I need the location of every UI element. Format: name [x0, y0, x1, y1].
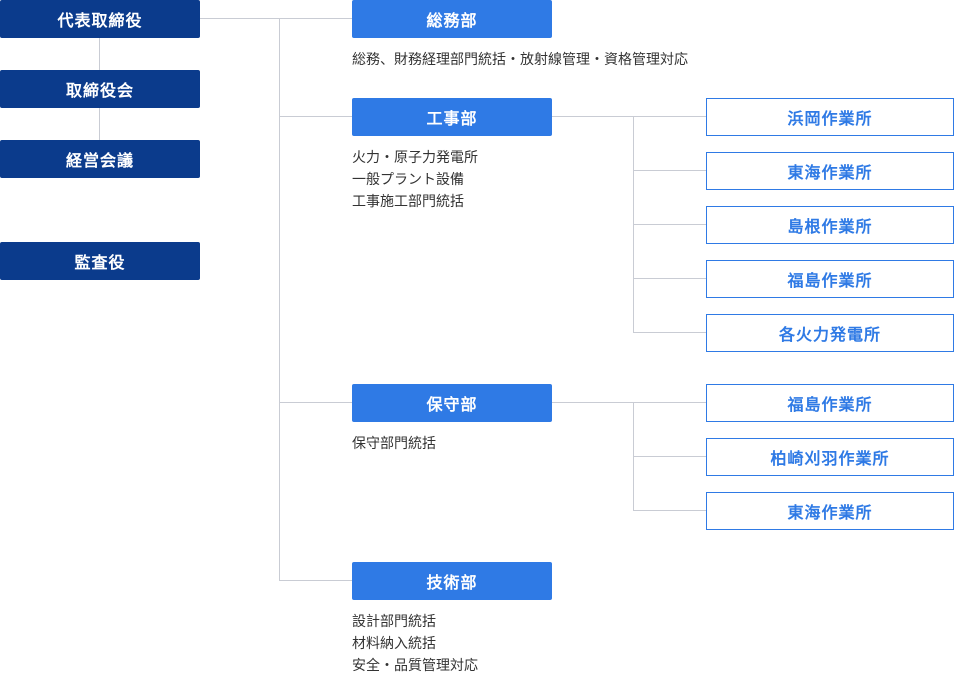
- office-tokai: 東海作業所: [706, 152, 954, 190]
- description-line: 工事施工部門統括: [352, 194, 464, 210]
- auditor-box: 監査役: [0, 242, 200, 280]
- general-affairs-description: 総務、財務経理部門統括・放射線管理・資格管理対応: [352, 49, 688, 71]
- connector-maintenance-offices: [552, 402, 706, 403]
- office-fukushima-maintenance: 福島作業所: [706, 384, 954, 422]
- description-line: 保守部門統括: [352, 436, 436, 452]
- connector-main-trunk: [279, 18, 280, 581]
- connector-ceo-board: [99, 38, 100, 70]
- connector-to-construction: [279, 116, 352, 117]
- office-fukushima: 福島作業所: [706, 260, 954, 298]
- connector-office-tokai-2: [633, 510, 706, 511]
- ceo-box: 代表取締役: [0, 0, 200, 38]
- connector-ceo-trunk: [200, 18, 352, 19]
- description-line: 一般プラント設備: [352, 172, 464, 188]
- connector-office-tokai: [633, 170, 706, 171]
- description-line: 総務、財務経理部門統括・放射線管理・資格管理対応: [352, 52, 688, 68]
- construction-dept-box: 工事部: [352, 98, 552, 136]
- connector-office-shimane: [633, 224, 706, 225]
- maintenance-description: 保守部門統括: [352, 433, 436, 455]
- connector-office-thermal: [633, 332, 706, 333]
- technical-description: 設計部門統括 材料納入統括 安全・品質管理対応: [352, 611, 478, 677]
- office-kashiwazaki-kariwa: 柏崎刈羽作業所: [706, 438, 954, 476]
- description-line: 安全・品質管理対応: [352, 658, 478, 674]
- technical-dept-box: 技術部: [352, 562, 552, 600]
- description-line: 設計部門統括: [352, 614, 436, 630]
- connector-office-fukushima: [633, 278, 706, 279]
- office-tokai-maintenance: 東海作業所: [706, 492, 954, 530]
- construction-description: 火力・原子力発電所 一般プラント設備 工事施工部門統括: [352, 147, 478, 213]
- office-hamaoka: 浜岡作業所: [706, 98, 954, 136]
- office-thermal-plants: 各火力発電所: [706, 314, 954, 352]
- office-shimane: 島根作業所: [706, 206, 954, 244]
- management-meeting-box: 経営会議: [0, 140, 200, 178]
- board-box: 取締役会: [0, 70, 200, 108]
- connector-board-management: [99, 108, 100, 140]
- connector-construction-offices: [552, 116, 706, 117]
- connector-to-technical: [279, 580, 352, 581]
- connector-office-kashiwazaki: [633, 456, 706, 457]
- description-line: 火力・原子力発電所: [352, 150, 478, 166]
- connector-to-maintenance: [279, 402, 352, 403]
- general-affairs-dept-box: 総務部: [352, 0, 552, 38]
- maintenance-dept-box: 保守部: [352, 384, 552, 422]
- description-line: 材料納入統括: [352, 636, 436, 652]
